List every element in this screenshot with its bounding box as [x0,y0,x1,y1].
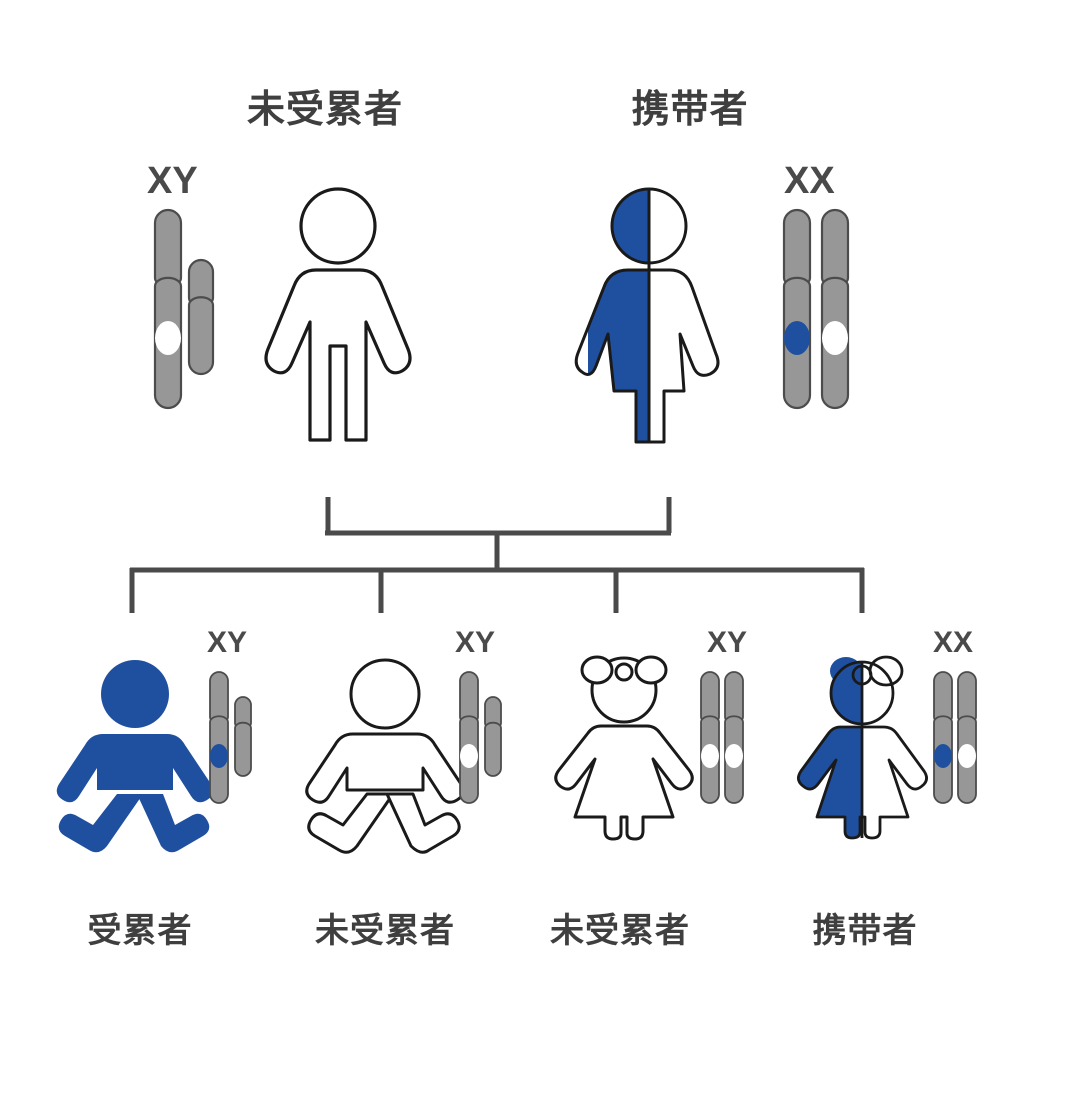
chromosome-marker-white [725,744,743,768]
mother-affected-half [588,189,649,442]
chromosome-marker-white [701,744,719,768]
chromosome-marker-white [460,744,478,768]
chromosome-y [234,696,252,777]
chromosome-x-mutant [209,671,229,804]
chromosome-marker-white [958,744,976,768]
child-2-karyotype-label: XY [455,626,496,659]
chromosome-marker-white [822,321,848,355]
chromosome-x-normal [820,208,850,410]
chromosome-x-normal-1 [700,671,720,804]
chromosome-y [484,696,502,777]
child-3-chromosome-pair [697,671,757,807]
child-1-figure [55,660,220,853]
father-status-label: 未受累者 [246,87,403,131]
child-2-right-leg [385,792,461,854]
child-1-head [101,660,169,728]
child-4-status-label: 携带者 [812,911,918,951]
mother-status-label: 携带者 [631,87,749,131]
child-3-status-label: 未受累者 [550,911,690,951]
child-4-figure [797,645,940,845]
child-2-status-label: 未受累者 [315,911,455,951]
mother-figure [574,186,738,448]
father-head [299,187,377,265]
chromosome-x-mutant [933,671,953,804]
child-2-figure [305,658,470,854]
chromosome-y [187,258,215,376]
mother-karyotype-label: XX [784,160,835,202]
chromosome-x-normal-2 [724,671,744,804]
child-3-bow-right [634,655,668,685]
child-2-unaffected-body [305,658,465,854]
chromosome-marker-blue [210,744,228,768]
chromosome-x-normal [459,671,479,804]
chromosome-x-mutant [782,208,812,410]
child-3-unaffected-body [554,655,694,841]
chromosome-x [153,208,183,410]
child-2-left-leg [307,792,395,854]
chromosome-marker-blue [784,321,810,355]
father-karyotype-label: XY [147,160,198,202]
child-1-status-label: 受累者 [87,911,193,951]
child-1-affected-body [56,660,214,853]
child-1-karyotype-label: XY [207,626,248,659]
father-figure [258,186,418,446]
father-chromosome-pair [145,208,225,415]
child-1-right-leg [137,794,210,853]
chromosome-x-normal [957,671,977,804]
mother-outline [574,187,720,444]
chromosome-marker-white [155,321,181,355]
child-1-left-leg [58,794,143,853]
child-3-bow-knot [614,662,634,682]
father-body [264,268,412,442]
child-4-outline [797,655,928,840]
mother-chromosome-pair [780,208,860,415]
chromosome-marker-blue [934,744,952,768]
child-3-figure [554,645,705,845]
child-3-bow-left [580,655,614,685]
child-4-karyotype-label: XX [933,626,974,659]
child-2-head [349,658,421,730]
child-4-chromosome-pair [930,671,990,807]
child-2-chromosome-pair [455,671,515,807]
child-1-chromosome-pair [205,671,265,807]
child-3-karyotype-label: XY [707,626,748,659]
